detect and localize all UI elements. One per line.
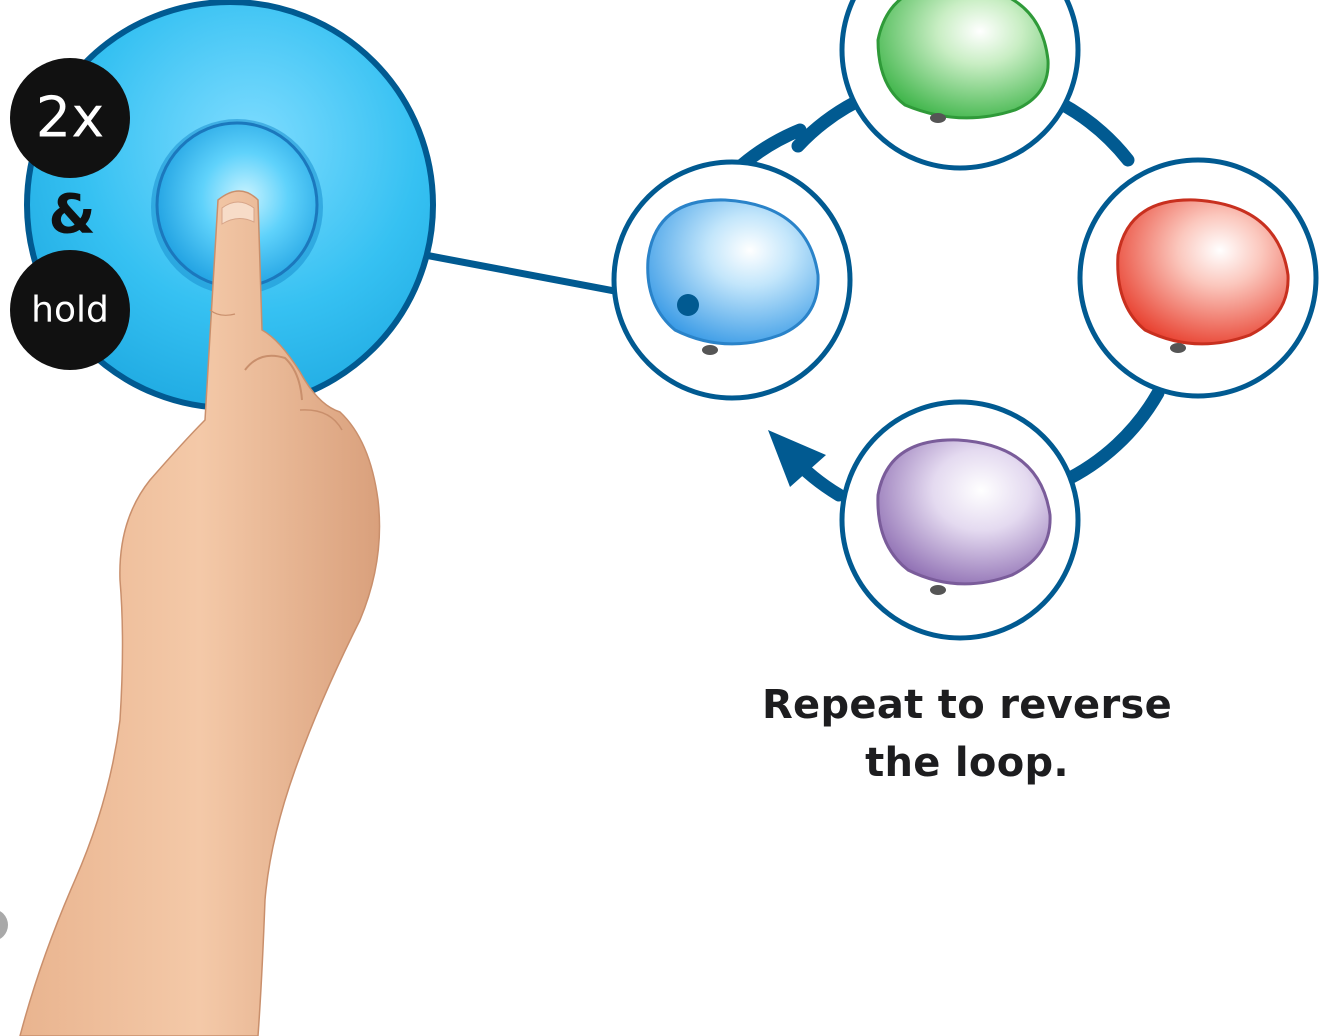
lamp-red <box>1080 160 1316 396</box>
badge-hold: hold <box>10 250 130 370</box>
connector-dot <box>677 294 699 316</box>
badge-hold-label: hold <box>31 290 109 331</box>
lamp-blue <box>614 162 850 398</box>
lamp-purple <box>842 402 1078 638</box>
badge-ampersand-label: & <box>48 183 95 246</box>
edge-dot <box>0 909 8 941</box>
caption-line-1: Repeat to reverse <box>700 676 1234 734</box>
badge-2x-label: 2x <box>36 86 105 151</box>
caption: Repeat to reverse the loop. <box>700 676 1234 792</box>
caption-line-2: the loop. <box>700 734 1234 792</box>
lamp-green <box>842 0 1078 168</box>
badge-2x: 2x <box>10 58 130 178</box>
